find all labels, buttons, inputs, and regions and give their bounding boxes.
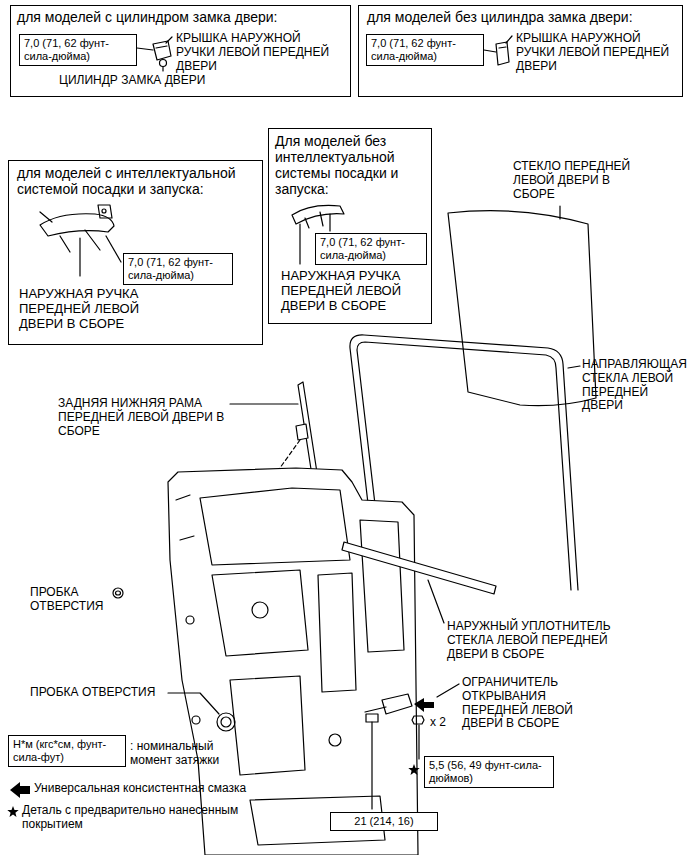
part-name: СТЕКЛО ПЕРЕДНЕЙ ЛЕВОЙ ДВЕРИ В СБОРЕ	[513, 160, 653, 201]
torque-box: Н*м (кгс*см, фунт-сила-фут)	[8, 735, 126, 767]
inset-panel: Для моделей без интеллектуальной системы…	[268, 128, 432, 324]
part-name: КРЫШКА НАРУЖНОЙ РУЧКИ ЛЕВОЙ ПЕРЕДНЕЙ ДВЕ…	[516, 32, 678, 73]
legend-text: Деталь с предварительно нанесенным покры…	[22, 804, 282, 832]
part-name: ПРОБКА ОТВЕРСТИЯ	[30, 686, 200, 700]
torque-box: 7,0 (71, 62 фунт-сила-дюйма)	[19, 34, 137, 66]
torque-box: 5,5 (56, 49 фунт-сила-дюймов)	[424, 756, 554, 788]
legend-text: Универсальная консистентная смазка	[34, 782, 354, 796]
torque-value: Н*м (кгс*см, фунт-сила-фут)	[13, 738, 121, 764]
torque-box: 21 (214, 16)	[330, 812, 438, 831]
inset-panel: для моделей без цилиндра замка двери: КРЫ…	[358, 5, 683, 97]
part-name: ОГРАНИЧИТЕЛЬ ОТКРЫВАНИЯ ПЕРЕДНЕЙ ЛЕВОЙ Д…	[462, 676, 602, 731]
inset-panel: для моделей с цилиндром замка двери: КРЫШ…	[10, 5, 351, 97]
part-name: НАРУЖНАЯ РУЧКА ПЕРЕДНЕЙ ЛЕВОЙ ДВЕРИ В СБ…	[19, 287, 159, 332]
part-name: : номинальный момент затяжки	[130, 740, 242, 768]
part-name: ЗАДНЯЯ НИЖНЯЯ РАМА ПЕРЕДНЕЙ ЛЕВОЙ ДВЕРИ …	[58, 397, 228, 438]
panel-heading: Для моделей без интеллектуальной системы…	[275, 133, 425, 197]
torque-box: 7,0 (71, 62 фунт-сила-дюйма)	[123, 253, 233, 285]
torque-value: 7,0 (71, 62 фунт-сила-дюйма)	[371, 37, 479, 63]
inset-panel: для моделей с интеллектуальной системой …	[8, 160, 263, 345]
panel-heading: для моделей с цилиндром замка двери:	[17, 9, 347, 25]
panel-heading: для моделей с интеллектуальной системой …	[17, 165, 259, 197]
part-name: НАРУЖНАЯ РУЧКА ПЕРЕДНЕЙ ЛЕВОЙ ДВЕРИ В СБ…	[281, 269, 426, 314]
torque-box: 7,0 (71, 62 фунт-сила-дюйма)	[366, 34, 484, 66]
panel-heading: для моделей без цилиндра замка двери:	[367, 9, 677, 25]
torque-value: 21 (214, 16)	[335, 815, 433, 828]
part-name: КРЫШКА НАРУЖНОЙ РУЧКИ ЛЕВОЙ ПЕРЕДНЕЙ ДВЕ…	[176, 32, 338, 73]
torque-value: 7,0 (71, 62 фунт-сила-дюйма)	[128, 256, 228, 282]
part-name: НАПРАВЛЯЮЩАЯ СТЕКЛА ЛЕВОЙ ПЕРЕДНЕЙ ДВЕРИ	[582, 358, 686, 413]
torque-value: 5,5 (56, 49 фунт-сила-дюймов)	[429, 759, 549, 785]
part-name: НАРУЖНЫЙ УПЛОТНИТЕЛЬ СТЕКЛА ЛЕВОЙ ПЕРЕДН…	[447, 620, 647, 661]
part-name: ПРОБКА ОТВЕРСТИЯ	[30, 586, 110, 614]
part-name: ЦИЛИНДР ЗАМКА ДВЕРИ	[59, 74, 279, 88]
torque-box: 7,0 (71, 62 фунт-сила-дюйма)	[315, 233, 427, 265]
torque-value: 7,0 (71, 62 фунт-сила-дюйма)	[320, 236, 422, 262]
quantity-note: x 2	[430, 716, 460, 730]
torque-value: 7,0 (71, 62 фунт-сила-дюйма)	[24, 37, 132, 63]
